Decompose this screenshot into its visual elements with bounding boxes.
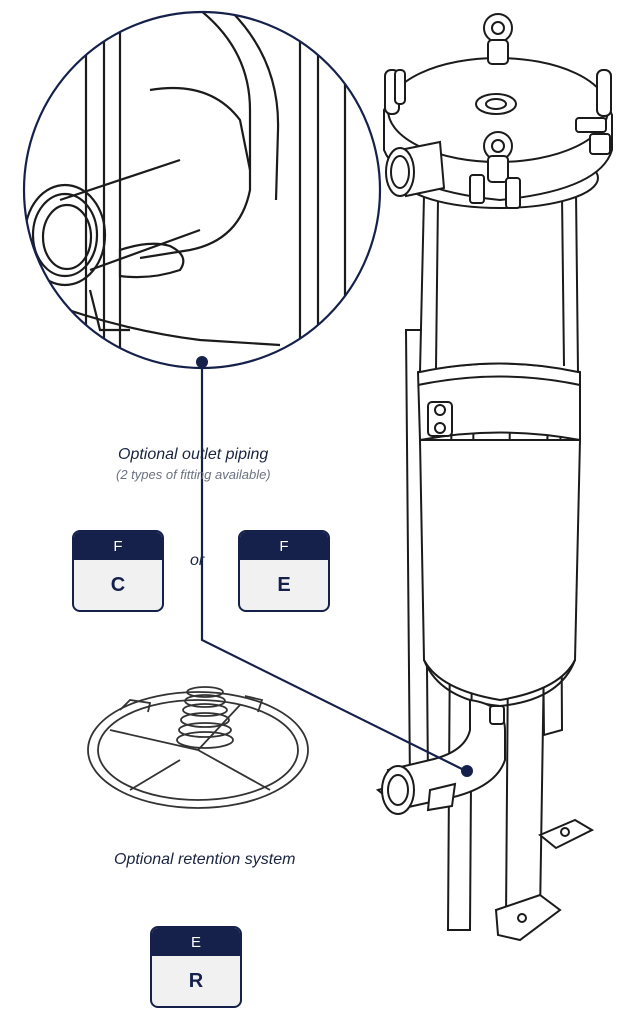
fitting-code-e: F E bbox=[238, 530, 330, 612]
code-box-value: R bbox=[188, 969, 204, 992]
leader-line bbox=[196, 356, 473, 777]
outlet-caption-title: Optional outlet piping bbox=[118, 446, 269, 463]
code-box-value: C bbox=[110, 573, 126, 596]
code-box-header: F bbox=[240, 532, 328, 560]
code-box-value: E bbox=[277, 573, 291, 596]
filter-housing bbox=[375, 13, 613, 942]
or-label: or bbox=[190, 552, 205, 569]
cropped-edge-mark bbox=[0, 950, 4, 964]
retention-code-r: E R bbox=[150, 926, 242, 1008]
code-box-header: F bbox=[74, 532, 162, 560]
fitting-code-c: F C bbox=[72, 530, 164, 612]
code-box-header: E bbox=[152, 928, 240, 956]
retention-caption: Optional retention system bbox=[114, 851, 296, 868]
outlet-caption-subtitle: (2 types of fitting available) bbox=[116, 467, 271, 482]
outlet-zoom-detail bbox=[22, 10, 382, 370]
retention-system-drawing bbox=[87, 686, 309, 809]
